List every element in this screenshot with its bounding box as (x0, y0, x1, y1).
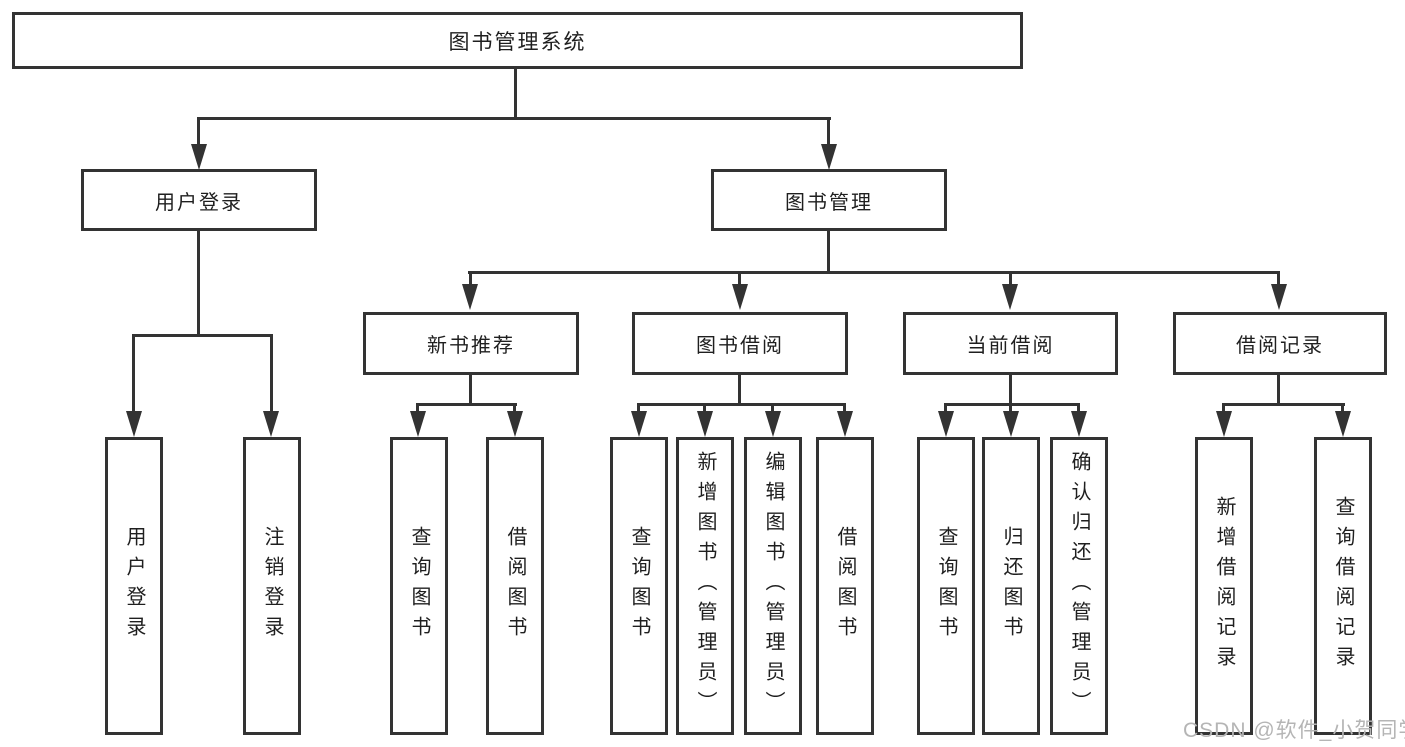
node-book-borrowing: 图书借阅 (632, 312, 848, 375)
node-book-borrowing-label: 图书借阅 (696, 335, 784, 357)
node-user-login-label: 用户登录 (155, 191, 243, 214)
arrow-down-icon (410, 411, 426, 437)
leaf-user-login: 用户登录 (105, 437, 163, 735)
connector-line (132, 334, 273, 337)
leaf-return-books: 归还图书 (982, 437, 1040, 735)
leaf-user-login-label: 用户登录 (123, 526, 145, 646)
node-borrowing-records-label: 借阅记录 (1236, 335, 1324, 357)
leaf-return-books-label: 归还图书 (1000, 526, 1022, 646)
connector-line (197, 231, 200, 337)
leaf-query-books-recommend-label: 查询图书 (408, 526, 430, 646)
connector-line (1077, 403, 1080, 413)
arrow-down-icon (631, 411, 647, 437)
node-root-label: 图书管理系统 (448, 30, 587, 54)
arrow-down-icon (1271, 284, 1287, 310)
connector-line (843, 403, 846, 413)
leaf-query-books-current: 查询图书 (917, 437, 975, 735)
connector-line (468, 271, 1280, 274)
leaf-logout: 注销登录 (243, 437, 301, 735)
connector-line (197, 117, 200, 144)
connector-line (771, 403, 774, 413)
arrow-down-icon (263, 411, 279, 437)
connector-line (270, 334, 273, 411)
arrow-down-icon (1003, 411, 1019, 437)
leaf-edit-books-admin-label: 编辑图书（管理员） (762, 451, 784, 721)
arrow-down-icon (1216, 411, 1232, 437)
connector-line (1222, 403, 1345, 406)
connector-line (637, 403, 846, 406)
leaf-confirm-return-admin: 确认归还（管理员） (1050, 437, 1108, 735)
connector-line (944, 403, 947, 413)
leaf-add-borrow-record-label: 新增借阅记录 (1213, 496, 1235, 676)
connector-line (514, 68, 517, 120)
node-current-borrowing-label: 当前借阅 (966, 335, 1055, 357)
connector-line (416, 403, 419, 413)
connector-line (469, 375, 472, 405)
leaf-query-books-current-label: 查询图书 (935, 526, 957, 646)
connector-line (738, 375, 741, 405)
arrow-down-icon (191, 144, 207, 170)
leaf-query-books-borrowing: 查询图书 (610, 437, 668, 735)
arrow-down-icon (837, 411, 853, 437)
leaf-query-books-recommend: 查询图书 (390, 437, 448, 735)
arrow-down-icon (1071, 411, 1087, 437)
connector-line (469, 271, 472, 285)
leaf-add-borrow-record: 新增借阅记录 (1195, 437, 1253, 735)
connector-line (1009, 403, 1012, 413)
arrow-down-icon (697, 411, 713, 437)
node-book-management-label: 图书管理 (785, 191, 873, 214)
connector-line (1277, 271, 1280, 285)
arrow-down-icon (462, 284, 478, 310)
connector-line (1222, 403, 1225, 413)
connector-line (197, 117, 831, 120)
leaf-query-borrow-record-label: 查询借阅记录 (1332, 496, 1354, 676)
leaf-query-books-borrowing-label: 查询图书 (628, 526, 650, 646)
leaf-logout-label: 注销登录 (261, 526, 283, 646)
leaf-borrow-books-borrowing-label: 借阅图书 (834, 526, 856, 646)
arrow-down-icon (507, 411, 523, 437)
node-borrowing-records: 借阅记录 (1173, 312, 1387, 375)
leaf-edit-books-admin: 编辑图书（管理员） (744, 437, 802, 735)
connector-line (944, 403, 1080, 406)
connector-line (637, 403, 640, 413)
connector-line (132, 334, 135, 411)
leaf-add-books-admin: 新增图书（管理员） (676, 437, 734, 735)
connector-line (1009, 271, 1012, 285)
node-user-login: 用户登录 (81, 169, 317, 231)
leaf-confirm-return-admin-label: 确认归还（管理员） (1068, 451, 1090, 721)
node-root: 图书管理系统 (12, 12, 1023, 69)
arrow-down-icon (1335, 411, 1351, 437)
connector-line (827, 231, 830, 274)
connector-line (738, 271, 741, 285)
connector-line (1009, 375, 1012, 405)
node-new-book-recommendation-label: 新书推荐 (427, 335, 515, 357)
connector-line (1341, 403, 1344, 413)
arrow-down-icon (821, 144, 837, 170)
connector-line (827, 117, 830, 144)
leaf-borrow-books-borrowing: 借阅图书 (816, 437, 874, 735)
leaf-borrow-books-recommend: 借阅图书 (486, 437, 544, 735)
node-book-management: 图书管理 (711, 169, 947, 231)
connector-line (703, 403, 706, 413)
node-current-borrowing: 当前借阅 (903, 312, 1118, 375)
arrow-down-icon (732, 284, 748, 310)
watermark: CSDN @软件_小贺同学 (1183, 719, 1405, 742)
connector-line (1277, 375, 1280, 405)
arrow-down-icon (1002, 284, 1018, 310)
arrow-down-icon (938, 411, 954, 437)
arrow-down-icon (126, 411, 142, 437)
connector-line (513, 403, 516, 413)
connector-line (416, 403, 517, 406)
node-new-book-recommendation: 新书推荐 (363, 312, 579, 375)
leaf-query-borrow-record: 查询借阅记录 (1314, 437, 1372, 735)
leaf-borrow-books-recommend-label: 借阅图书 (504, 526, 526, 646)
leaf-add-books-admin-label: 新增图书（管理员） (694, 451, 716, 721)
arrow-down-icon (765, 411, 781, 437)
